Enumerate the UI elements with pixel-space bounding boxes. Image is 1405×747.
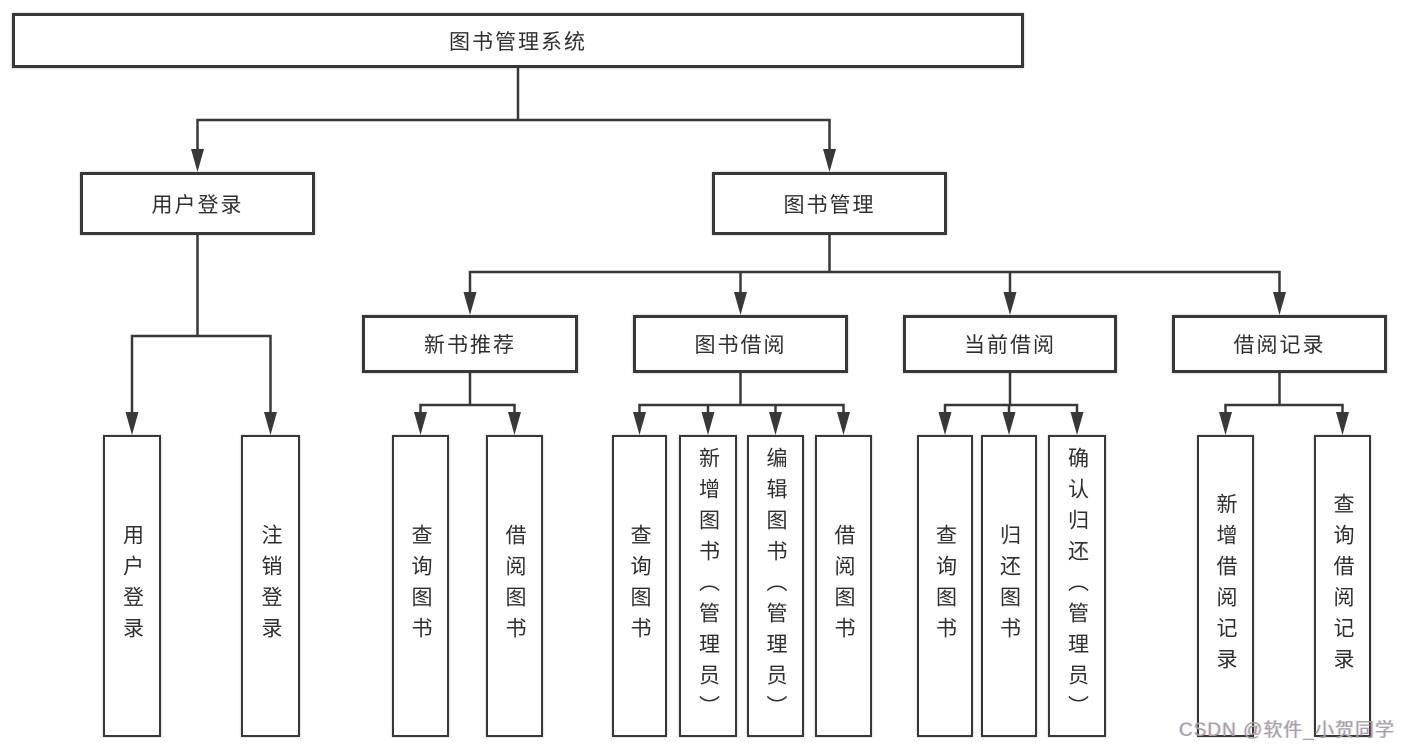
node-label: 查询图书: [933, 524, 957, 648]
connector-book-mgmt-children: [468, 235, 1281, 295]
node-label: 查询图书: [628, 524, 651, 648]
node-label: 当前借阅: [964, 334, 1056, 357]
node-label: 新增借阅记录: [1214, 493, 1237, 679]
leaf-logout: 注销登录: [241, 435, 300, 737]
arrowhead: [1003, 292, 1017, 315]
node-book-mgmt: 图书管理: [712, 172, 947, 235]
arrowhead: [701, 412, 715, 435]
node-label: 查询图书: [409, 524, 432, 648]
node-current-borrowing: 当前借阅: [903, 315, 1117, 373]
leaf-confirm-return-admin: 确认归还（管理员）: [1048, 435, 1106, 737]
connector-current-borrow-children: [943, 373, 1079, 415]
arrowhead: [1002, 412, 1016, 435]
leaf-add-books-admin: 新增图书（管理员）: [679, 435, 737, 737]
node-label: 借阅图书: [832, 524, 855, 648]
leaf-return-books: 归还图书: [981, 435, 1037, 737]
arrowhead: [938, 412, 952, 435]
arrowhead: [264, 412, 277, 435]
leaf-query-borrow-record: 查询借阅记录: [1314, 435, 1371, 737]
leaf-add-borrow-record: 新增借阅记录: [1197, 435, 1254, 737]
arrowhead: [1219, 412, 1232, 435]
node-label: 图书管理: [783, 193, 876, 217]
arrowhead: [463, 292, 477, 315]
node-label: 用户登录: [120, 524, 144, 648]
leaf-user-login: 用户登录: [103, 435, 161, 737]
connector-user-login-children: [130, 235, 272, 415]
leaf-query-books-rec: 查询图书: [392, 435, 449, 737]
leaf-borrow-books: 借阅图书: [815, 435, 872, 737]
arrowhead: [633, 412, 646, 435]
node-new-book-recommendation: 新书推荐: [362, 315, 578, 373]
arrowhead: [769, 412, 782, 435]
leaf-query-books-borrow: 查询图书: [612, 435, 667, 737]
node-label: 归还图书: [997, 524, 1021, 648]
leaf-edit-books-admin: 编辑图书（管理员）: [747, 435, 804, 737]
node-label: 图书管理系统: [449, 30, 587, 54]
leaf-borrow-books-rec: 借阅图书: [486, 435, 543, 737]
node-label: 新增图书（管理员）: [696, 446, 720, 726]
arrowhead: [125, 412, 139, 435]
arrowhead: [734, 292, 747, 315]
node-book-borrowing: 图书借阅: [633, 315, 848, 373]
arrowheads: [125, 149, 1349, 435]
arrowhead: [508, 412, 521, 435]
arrowhead: [1070, 412, 1084, 435]
connector-book-borrow-children: [638, 373, 845, 415]
arrowhead: [191, 149, 204, 172]
node-label: 图书借阅: [694, 334, 787, 357]
arrowhead: [837, 412, 850, 435]
node-label: 新书推荐: [424, 334, 516, 357]
arrowhead: [414, 412, 427, 435]
node-book-management-system: 图书管理系统: [12, 13, 1024, 68]
node-label: 用户登录: [151, 193, 244, 217]
arrowhead: [823, 149, 836, 172]
node-label: 查询借阅记录: [1331, 493, 1354, 679]
node-label: 借阅图书: [503, 524, 526, 648]
node-user-login: 用户登录: [80, 172, 315, 235]
node-label: 借阅记录: [1233, 334, 1326, 357]
connector-borrow-records-children: [1224, 373, 1344, 415]
node-label: 编辑图书（管理员）: [764, 446, 787, 726]
node-label: 确认归还（管理员）: [1065, 446, 1089, 726]
node-borrowing-records: 借阅记录: [1172, 315, 1387, 373]
connector-root-to-level2: [196, 68, 831, 152]
leaf-query-books-current: 查询图书: [917, 435, 973, 737]
connector-new-book-rec-children: [419, 373, 516, 415]
arrowhead: [1336, 412, 1349, 435]
arrowhead: [1273, 292, 1286, 315]
watermark: CSDN @软件_小贺同学: [1179, 720, 1395, 741]
node-label: 注销登录: [259, 524, 282, 648]
